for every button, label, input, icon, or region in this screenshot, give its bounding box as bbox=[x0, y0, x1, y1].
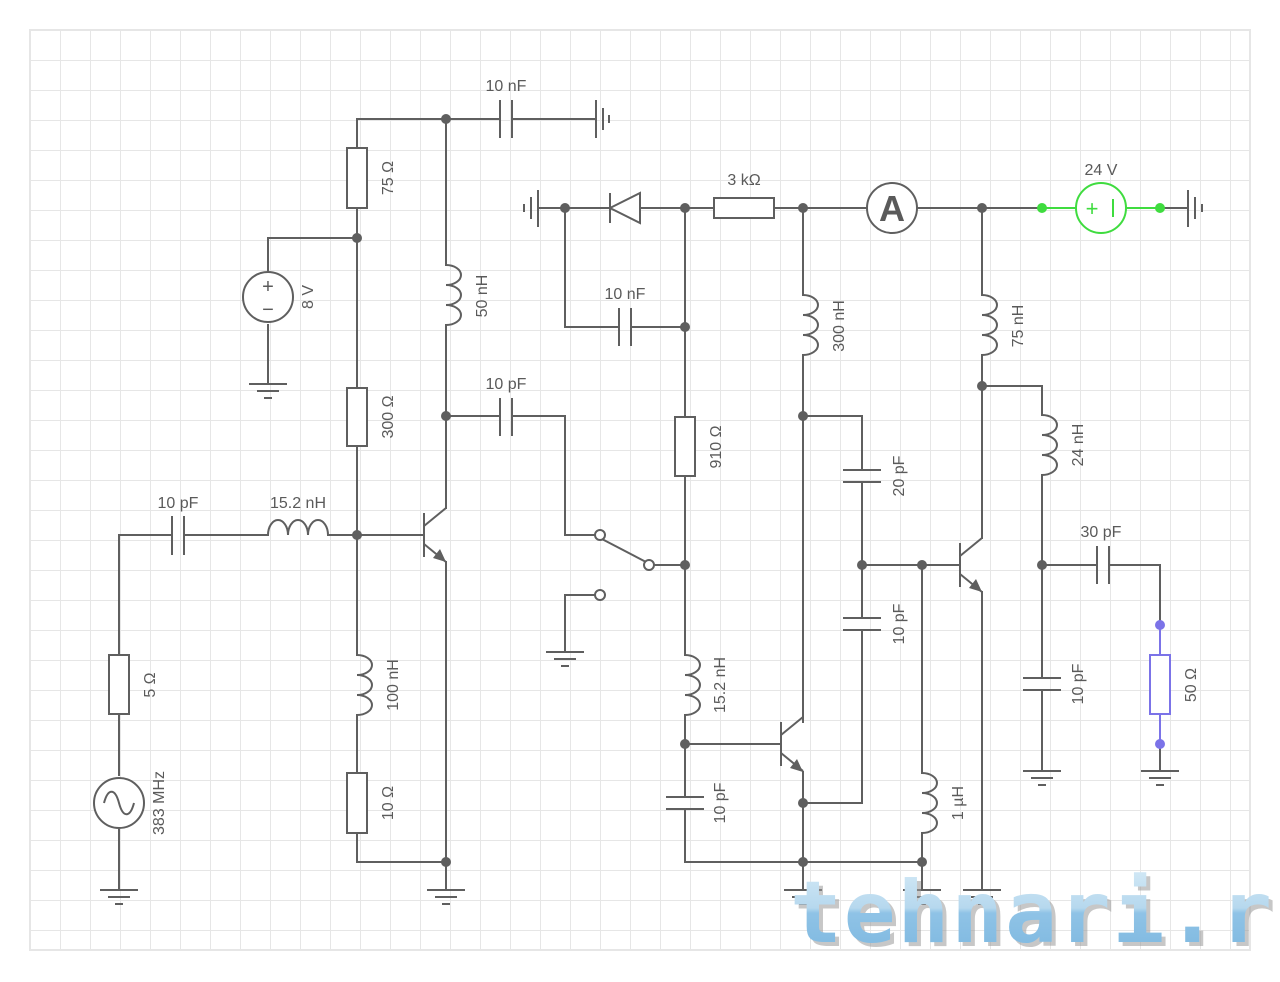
label-l-24n: 24 nH bbox=[1070, 424, 1087, 467]
inductor-100nH[interactable]: 100 nH bbox=[356, 654, 402, 716]
inductor-75nH[interactable]: 75 nH bbox=[981, 294, 1027, 356]
switch-contact-bottom[interactable] bbox=[594, 589, 606, 601]
capacitor-10nF-mid[interactable]: 10 nF bbox=[605, 286, 646, 346]
ground-q2 bbox=[784, 889, 822, 905]
ground-q3 bbox=[963, 889, 1001, 905]
ground-1uH bbox=[903, 889, 941, 905]
terminal-handle[interactable] bbox=[1037, 203, 1047, 213]
watermark-text: tehnari.ru bbox=[790, 863, 1280, 963]
label-c-top: 10 nF bbox=[486, 78, 527, 95]
capacitor-10pF-output-shunt[interactable]: 10 pF bbox=[1023, 663, 1087, 704]
label-l-input: 15.2 nH bbox=[270, 495, 326, 512]
label-r-910: 910 Ω bbox=[708, 425, 725, 468]
capacitor-10pF-coupling[interactable]: 10 pF bbox=[486, 376, 527, 436]
label-l-300n: 300 nH bbox=[831, 300, 848, 352]
ground-diode-left bbox=[523, 190, 539, 227]
battery-24v[interactable]: + 24 V bbox=[1037, 162, 1165, 234]
npn-transistor-q2[interactable] bbox=[780, 716, 804, 772]
junction-dots bbox=[352, 114, 1047, 867]
ground-ac-source bbox=[100, 889, 138, 905]
ground-load bbox=[1141, 770, 1179, 786]
terminal-handle[interactable] bbox=[1155, 739, 1165, 749]
resistor-10-ohm[interactable]: 10 Ω bbox=[346, 772, 397, 834]
label-l-1u: 1 µH bbox=[950, 786, 967, 820]
label-c-input: 10 pF bbox=[158, 495, 199, 512]
label-c-fb: 10 pF bbox=[891, 603, 908, 644]
switch-common[interactable] bbox=[643, 559, 655, 571]
capacitor-10pF-feedback[interactable]: 10 pF bbox=[843, 603, 908, 644]
capacitor-20pF[interactable]: 20 pF bbox=[843, 455, 908, 496]
resistor-3k-ohm[interactable]: 3 kΩ bbox=[713, 172, 775, 219]
ground-24v bbox=[1187, 190, 1203, 227]
sine-wave-icon bbox=[103, 790, 135, 816]
label-v-ac: 383 MHz bbox=[151, 771, 168, 835]
label-l-100n: 100 nH bbox=[385, 659, 402, 711]
label-c-20p: 20 pF bbox=[891, 455, 908, 496]
inductor-15.2nH-input[interactable]: 15.2 nH bbox=[267, 495, 329, 536]
label-r-load: 50 Ω bbox=[1183, 668, 1200, 702]
resistor-300-ohm[interactable]: 300 Ω bbox=[346, 387, 397, 447]
ground-switch bbox=[546, 651, 584, 667]
inductor-50nH[interactable]: 50 nH bbox=[445, 264, 491, 326]
label-l-50n: 50 nH bbox=[474, 275, 491, 318]
inductor-24nH[interactable]: 24 nH bbox=[1041, 414, 1087, 476]
resistor-75-ohm[interactable]: 75 Ω bbox=[346, 147, 397, 209]
plus-sign-icon: + bbox=[262, 276, 274, 298]
grid-background bbox=[29, 29, 1251, 951]
switch-contact-top[interactable] bbox=[594, 529, 606, 541]
ground-top-right-cap bbox=[595, 100, 610, 138]
label-c-coupling: 10 pF bbox=[486, 376, 527, 393]
inductor-300nH[interactable]: 300 nH bbox=[802, 294, 848, 356]
dc-source-8v[interactable]: + − 8 V bbox=[242, 271, 317, 323]
inductor-1uH[interactable]: 1 µH bbox=[921, 772, 967, 834]
label-l-75n: 75 nH bbox=[1010, 305, 1027, 348]
wires bbox=[118, 118, 1189, 891]
label-r-300: 300 Ω bbox=[380, 395, 397, 438]
label-r-3k: 3 kΩ bbox=[727, 172, 760, 189]
plus-sign-icon: + bbox=[1086, 196, 1099, 221]
label-c-mid-low: 10 pF bbox=[712, 782, 729, 823]
capacitor-10nF-top[interactable]: 10 nF bbox=[486, 78, 527, 138]
inductor-15.2nH-mid[interactable]: 15.2 nH bbox=[684, 654, 729, 716]
resistor-910-ohm[interactable]: 910 Ω bbox=[674, 416, 725, 477]
resistor-50-ohm-load[interactable]: 50 Ω bbox=[1149, 620, 1200, 749]
ground-8v bbox=[249, 383, 287, 399]
label-c-out-shunt: 10 pF bbox=[1070, 663, 1087, 704]
label-r-10: 10 Ω bbox=[380, 786, 397, 820]
terminal-handle[interactable] bbox=[1155, 620, 1165, 630]
ground-q1 bbox=[427, 889, 465, 905]
svg-text:tehnari.ru: tehnari.ru bbox=[794, 867, 1280, 967]
label-r-5: 5 Ω bbox=[142, 672, 159, 697]
ground-output-shunt bbox=[1023, 770, 1061, 786]
diode[interactable] bbox=[607, 191, 641, 225]
label-v-8: 8 V bbox=[300, 285, 317, 309]
spdt-switch[interactable] bbox=[594, 529, 655, 601]
npn-transistor-q3[interactable] bbox=[959, 537, 983, 593]
capacitor-10pF-mid-low[interactable]: 10 pF bbox=[666, 782, 729, 823]
capacitor-30pF[interactable]: 30 pF bbox=[1081, 524, 1122, 584]
label-r-75: 75 Ω bbox=[380, 161, 397, 195]
label-l-mid: 15.2 nH bbox=[712, 657, 729, 713]
capacitor-10pF-input[interactable]: 10 pF bbox=[158, 495, 199, 555]
ac-source-383MHz[interactable]: 383 MHz bbox=[93, 771, 168, 835]
label-v-24: 24 V bbox=[1085, 162, 1118, 179]
minus-sign-icon: − bbox=[262, 299, 274, 321]
ammeter[interactable]: A bbox=[866, 182, 918, 234]
terminal-handle[interactable] bbox=[1155, 203, 1165, 213]
npn-transistor-q1[interactable] bbox=[423, 507, 447, 563]
watermark-logo: tehnari.ru tehnari.ru bbox=[790, 863, 1280, 967]
label-c-30p: 30 pF bbox=[1081, 524, 1122, 541]
label-c-mid: 10 nF bbox=[605, 286, 646, 303]
ammeter-a-icon: A bbox=[879, 188, 905, 229]
resistor-5-ohm[interactable]: 5 Ω bbox=[108, 654, 159, 715]
